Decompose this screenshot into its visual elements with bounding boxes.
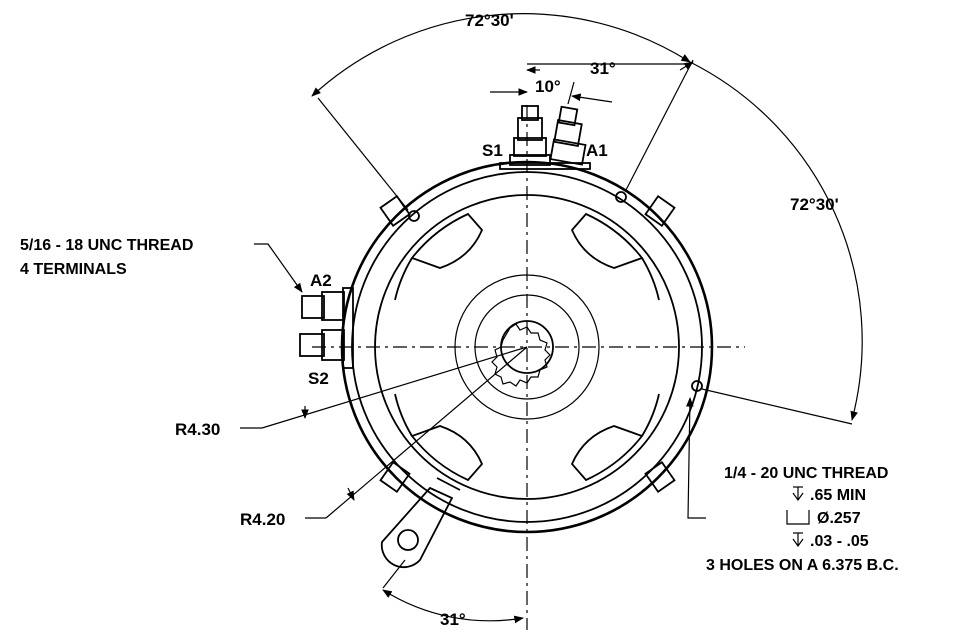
radius-outer-label: R4.30 bbox=[175, 420, 220, 439]
angle-10-label: 10° bbox=[535, 77, 561, 96]
depth-icon bbox=[792, 532, 804, 548]
hole-cbore-depth-note: .03 - .05 bbox=[810, 533, 869, 550]
terminals-side bbox=[299, 287, 354, 369]
terminal-a2-label: A2 bbox=[310, 271, 332, 290]
terminal-s2-label: S2 bbox=[308, 369, 329, 388]
hole-pattern-note: 3 HOLES ON A 6.375 B.C. bbox=[706, 557, 899, 574]
terminal-s1-label: S1 bbox=[482, 141, 503, 160]
terminal-thread-note-line1: 5/16 - 18 UNC THREAD bbox=[20, 237, 193, 254]
angle-right-label: 72°30' bbox=[790, 195, 839, 214]
counterbore-icon bbox=[786, 510, 810, 525]
center-lines bbox=[312, 105, 745, 630]
dimension-lines bbox=[240, 13, 863, 624]
splined-shaft bbox=[491, 320, 554, 387]
angle-31-top-label: 31° bbox=[590, 59, 616, 78]
housing-bolts bbox=[379, 195, 676, 493]
angle-top-label: 72°30' bbox=[465, 11, 514, 30]
ground-lug bbox=[380, 477, 461, 569]
tapped-holes bbox=[408, 191, 703, 392]
pole-shoes bbox=[394, 212, 660, 482]
terminal-thread-note-line2: 4 TERMINALS bbox=[20, 261, 127, 278]
angle-31-bottom-label: 31° bbox=[440, 610, 466, 629]
depth-icon bbox=[792, 486, 804, 502]
terminals-top bbox=[499, 105, 591, 170]
radius-inner-label: R4.20 bbox=[240, 510, 285, 529]
terminal-a1-label: A1 bbox=[586, 141, 608, 160]
hole-depth-note: .65 MIN bbox=[810, 487, 866, 504]
hole-cbore-note: Ø.257 bbox=[817, 510, 861, 527]
hole-thread-note: 1/4 - 20 UNC THREAD bbox=[724, 465, 888, 482]
